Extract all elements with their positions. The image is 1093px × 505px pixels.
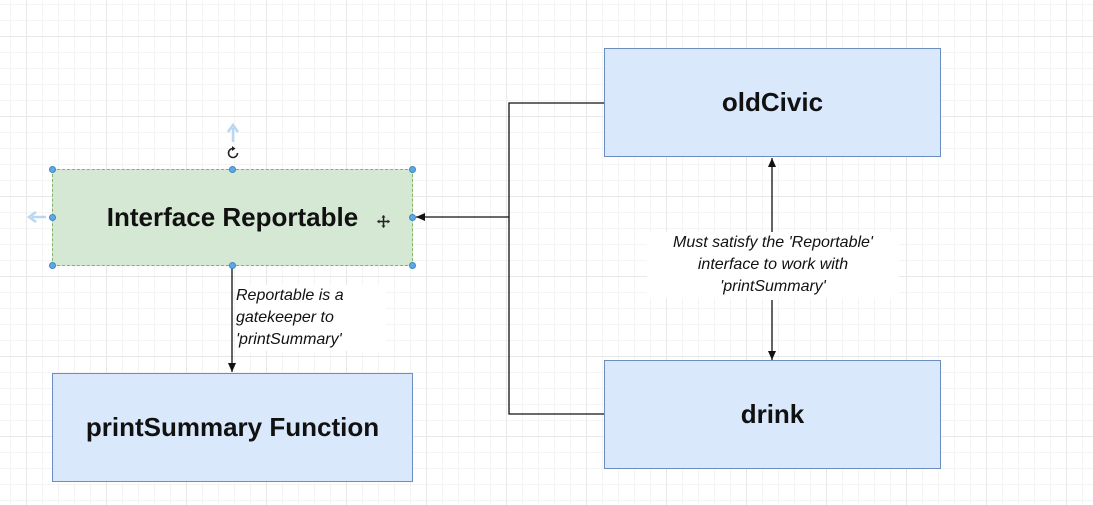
must-satisfy-line-1: Must satisfy the 'Reportable' — [673, 234, 873, 251]
drink-label: drink — [740, 399, 805, 429]
must-satisfy-line-3: 'printSummary' — [720, 278, 826, 295]
hover-arrow-left-icon[interactable] — [26, 210, 46, 224]
print-summary-label: printSummary Function — [85, 412, 380, 442]
edge-drink-to-interface[interactable] — [508, 217, 604, 415]
gatekeeper-edge-label[interactable]: Reportable is a gatekeeper to 'printSumm… — [236, 285, 386, 351]
gatekeeper-line-1: Reportable is a — [236, 287, 344, 304]
gatekeeper-line-2: gatekeeper to — [236, 309, 334, 326]
resize-handle-ne[interactable] — [409, 166, 416, 173]
rotate-handle-icon[interactable] — [225, 145, 241, 161]
hover-arrow-up-icon[interactable] — [226, 122, 240, 142]
resize-handle-n[interactable] — [229, 166, 236, 173]
resize-handle-e[interactable] — [409, 214, 416, 221]
old-civic-label: oldCivic — [721, 87, 824, 117]
gatekeeper-line-3: 'printSummary' — [236, 331, 342, 348]
must-satisfy-edge-label[interactable]: Must satisfy the 'Reportable' interface … — [647, 232, 899, 298]
drink-node[interactable]: drink — [604, 360, 941, 469]
edge-oldcivic-to-interface[interactable] — [416, 102, 604, 221]
resize-handle-nw[interactable] — [49, 166, 56, 173]
resize-handle-se[interactable] — [409, 262, 416, 269]
resize-handle-sw[interactable] — [49, 262, 56, 269]
move-cursor-icon — [377, 215, 390, 228]
resize-handle-w[interactable] — [49, 214, 56, 221]
resize-handle-s[interactable] — [229, 262, 236, 269]
old-civic-node[interactable]: oldCivic — [604, 48, 941, 157]
interface-reportable-node[interactable]: Interface Reportable — [52, 169, 413, 266]
print-summary-node[interactable]: printSummary Function — [52, 373, 413, 482]
must-satisfy-line-2: interface to work with — [697, 256, 849, 273]
interface-reportable-label: Interface Reportable — [106, 202, 359, 232]
